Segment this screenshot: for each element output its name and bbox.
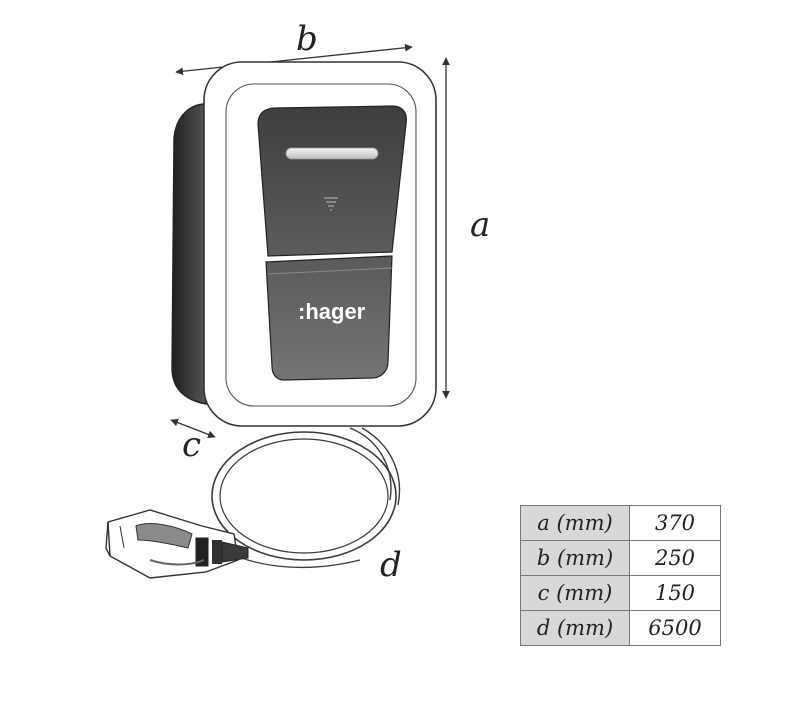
socket-cover-edge (267, 267, 393, 275)
row-value: 370 (629, 505, 721, 541)
signal-indicator-icon (324, 197, 338, 211)
table-row: a (mm) 370 (520, 505, 721, 541)
row-value: 6500 (629, 610, 721, 646)
dimension-line-c (170, 418, 216, 439)
charging-cable (211, 427, 401, 568)
table-row: b (mm) 250 (520, 540, 721, 576)
dimension-label-d: d (380, 545, 402, 585)
display-panel (257, 105, 407, 257)
table-row: d (mm) 6500 (520, 610, 721, 646)
row-label: b (mm) (520, 540, 630, 576)
table-row: c (mm) 150 (520, 575, 721, 611)
housing-bezel (225, 83, 417, 407)
dimensions-table: a (mm) 370 b (mm) 250 c (mm) 150 d (mm) … (520, 505, 721, 646)
socket-cover (265, 255, 393, 381)
dimension-line-b (175, 43, 413, 76)
dimension-label-c: c (182, 425, 201, 465)
dimension-label-a: a (470, 205, 490, 245)
row-label: a (mm) (520, 505, 630, 541)
row-label: c (mm) (520, 575, 630, 611)
row-label: d (mm) (520, 610, 630, 646)
housing-side (171, 103, 207, 405)
status-light-bar (285, 147, 379, 160)
row-value: 250 (629, 540, 721, 576)
charging-connector (105, 509, 249, 579)
brand-logo: :hager (298, 299, 366, 324)
dimension-label-b: b (296, 19, 318, 59)
dimensions-table-body: a (mm) 370 b (mm) 250 c (mm) 150 d (mm) … (520, 505, 721, 646)
row-value: 150 (629, 575, 721, 611)
